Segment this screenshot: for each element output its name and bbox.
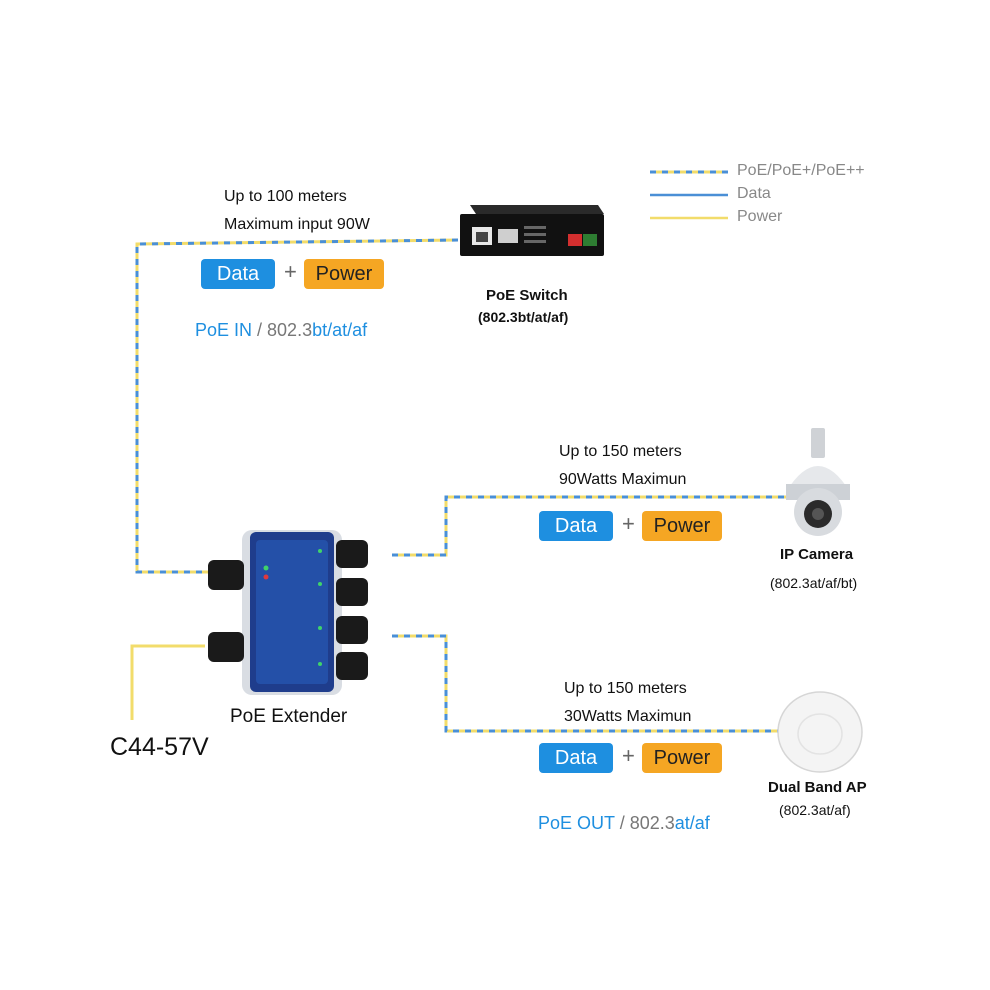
legend-poe: PoE/PoE+/PoE++ — [737, 162, 865, 179]
ap-power-badge: Power — [642, 743, 722, 773]
ap-distance: Up to 150 meters — [564, 680, 687, 697]
poe-out-std-suffix: at/af — [674, 813, 710, 833]
poe-in-std-suffix: bt/at/af — [312, 320, 368, 340]
poe-out-standard: PoE OUT / 802.3at/af — [538, 813, 710, 834]
switch-name: PoE Switch — [486, 287, 568, 304]
poe-in-cable — [135, 238, 459, 574]
poe-in-distance: Up to 100 meters — [224, 188, 347, 205]
camera-standard: (802.3at/af/bt) — [770, 575, 858, 591]
camera-plus: + — [622, 511, 635, 536]
legend-lines — [650, 170, 728, 220]
poe-out-label: PoE OUT — [538, 813, 615, 833]
ap-name: Dual Band AP — [768, 779, 867, 796]
poe-in-standard: PoE IN / 802.3bt/at/af — [195, 320, 367, 341]
ap-data-badge: Data — [539, 743, 613, 773]
poe-in-std-sep: / 802.3 — [252, 320, 313, 340]
extender-name: PoE Extender — [230, 706, 348, 727]
camera-cable — [392, 495, 790, 557]
ap-power: 30Watts Maximun — [564, 708, 692, 725]
ap-standard: (802.3at/af) — [779, 802, 851, 818]
camera-distance: Up to 150 meters — [559, 443, 682, 460]
poe-switch-image — [460, 205, 604, 256]
poe-in-power: Maximum input 90W — [224, 216, 370, 233]
ap-image — [777, 691, 863, 773]
camera-power: 90Watts Maximun — [559, 471, 687, 488]
ip-camera-image — [786, 428, 850, 536]
dc-input-label: C44-57V — [110, 733, 209, 761]
camera-power-badge: Power — [642, 511, 722, 541]
poe-out-std-sep: / 802.3 — [614, 813, 675, 833]
poe-extender-image — [208, 530, 368, 695]
legend-data: Data — [737, 185, 771, 202]
dc-power-wire — [130, 644, 205, 720]
poe-in-power-badge: Power — [304, 259, 384, 289]
ap-cable — [392, 634, 778, 733]
poe-in-data-badge: Data — [201, 259, 275, 289]
switch-standard: (802.3bt/at/af) — [478, 309, 569, 325]
ap-plus: + — [622, 743, 635, 768]
poe-in-label: PoE IN — [195, 320, 253, 340]
poe-in-plus: + — [284, 259, 297, 284]
camera-name: IP Camera — [780, 546, 854, 563]
camera-data-badge: Data — [539, 511, 613, 541]
legend-power: Power — [737, 208, 783, 225]
